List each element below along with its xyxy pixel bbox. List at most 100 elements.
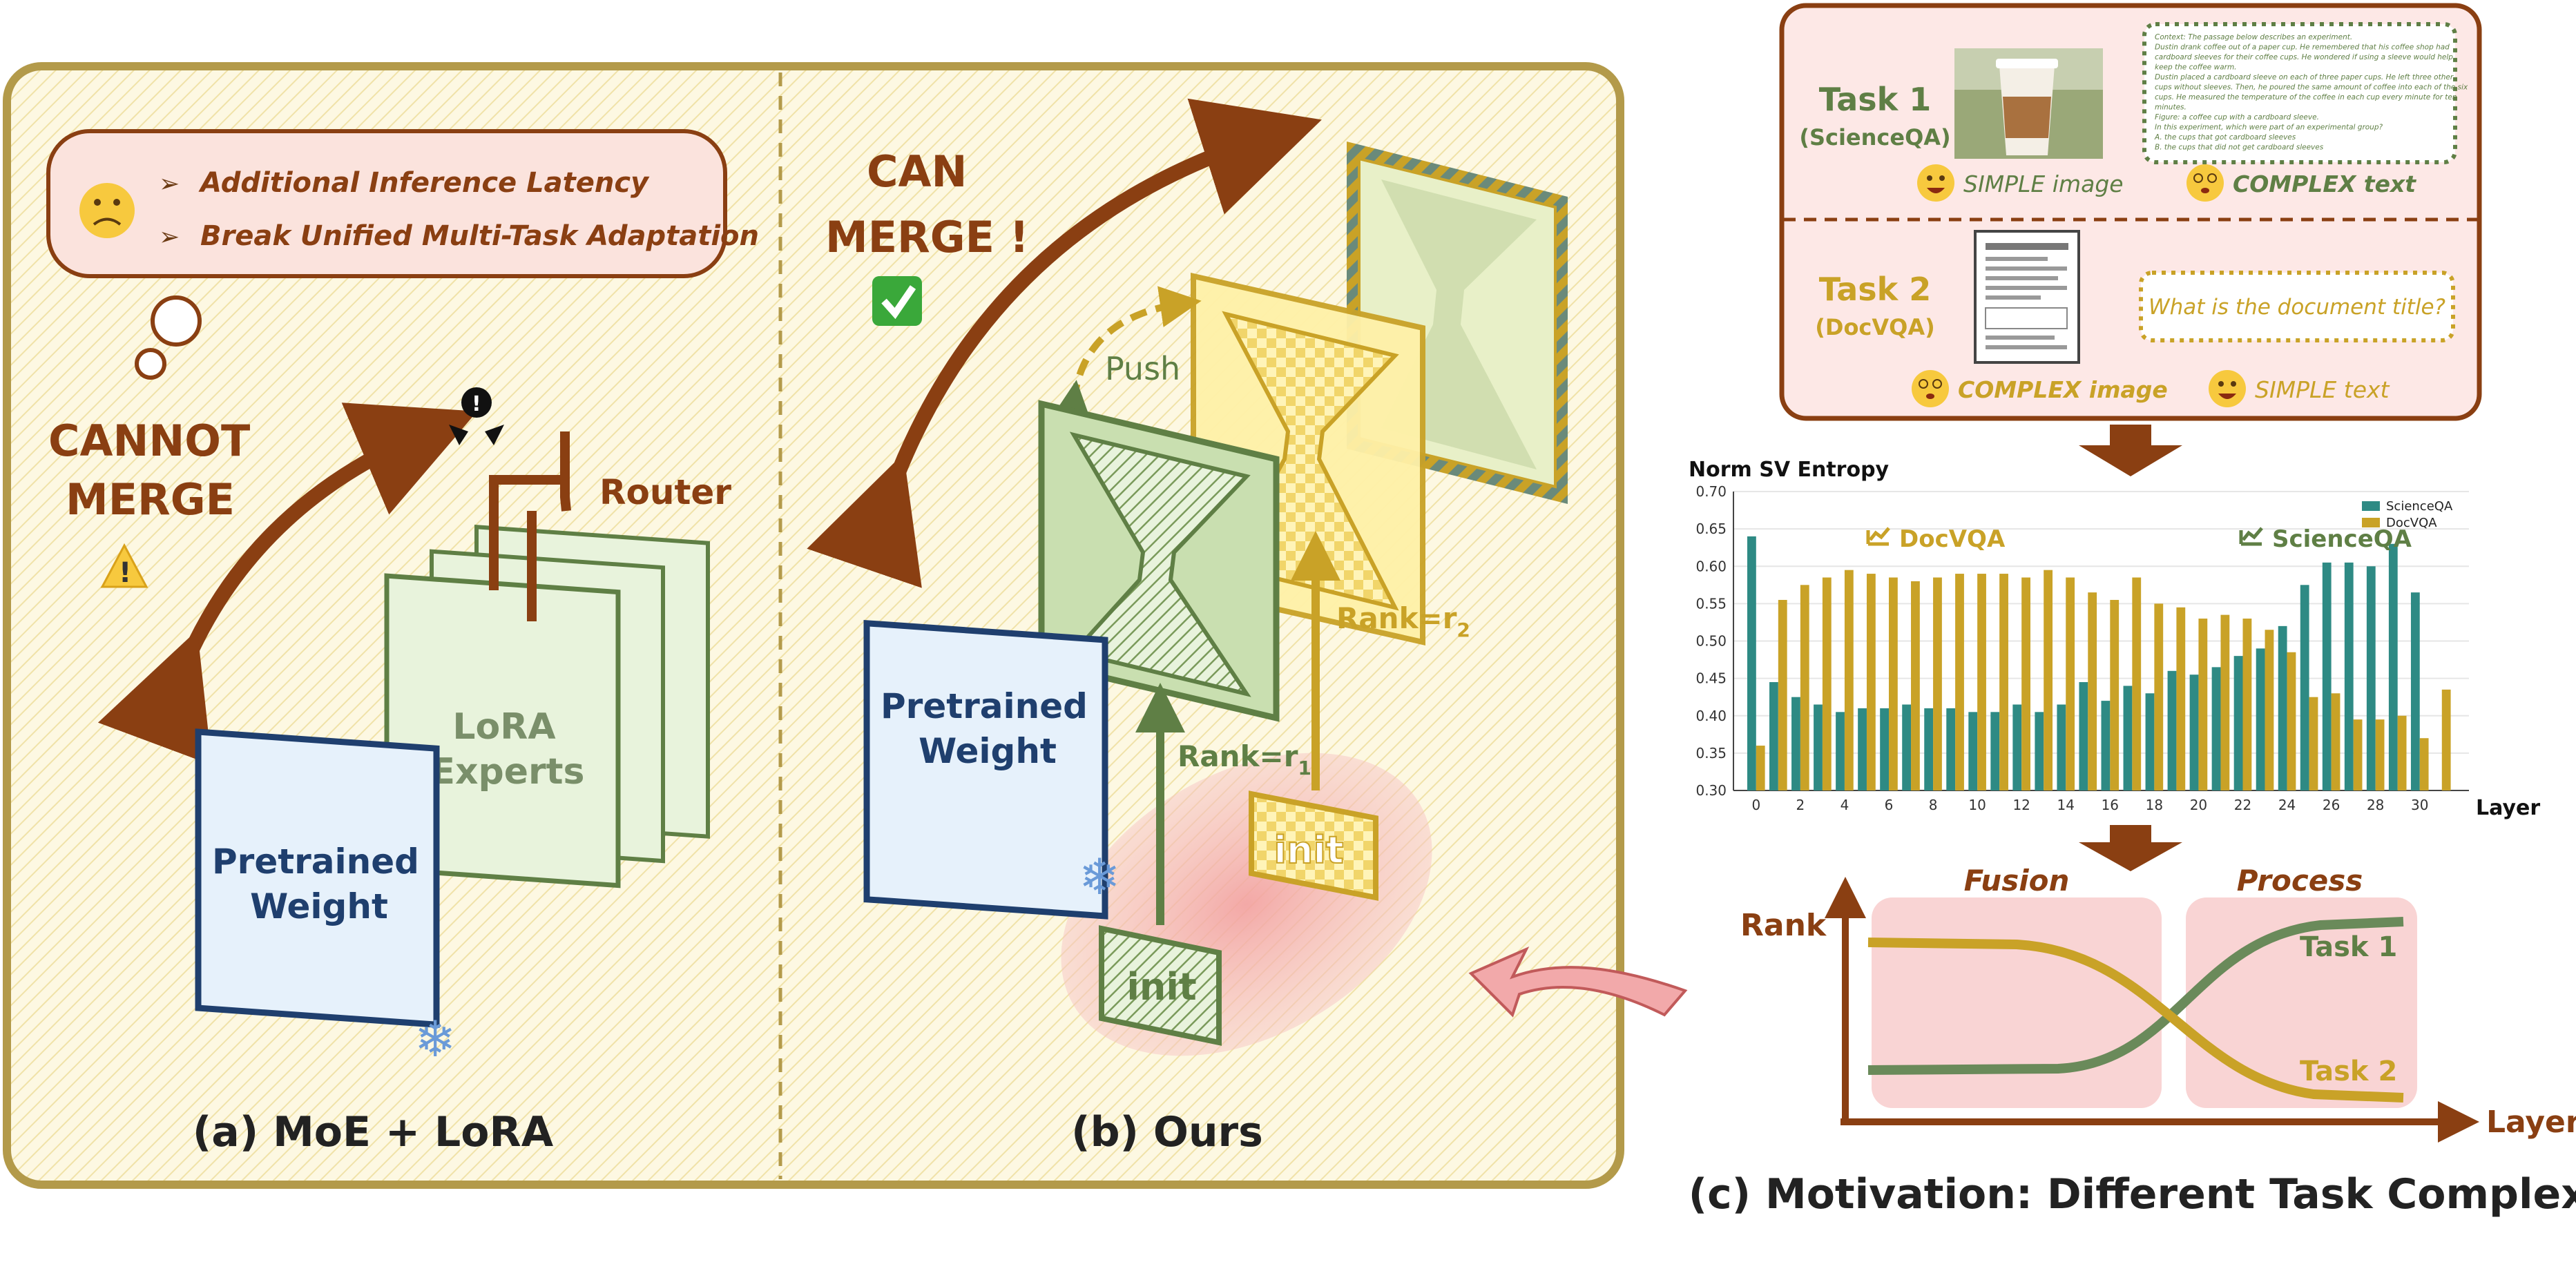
y-tick-label: 0.45 (1695, 670, 1727, 687)
bar-docvqa-22 (2242, 619, 2252, 790)
thought-dot-small (135, 348, 166, 380)
y-tick-label: 0.30 (1695, 782, 1727, 799)
bar-docvqa-8 (1933, 577, 1942, 790)
bar-scienceqa-4 (1836, 712, 1845, 790)
svg-text:init: init (1273, 828, 1343, 872)
bar-docvqa-4 (1844, 570, 1854, 790)
bar-docvqa-11 (1999, 574, 2008, 790)
context-line: Dustin drank coffee out of a paper cup. … (2155, 43, 2450, 52)
cannot-merge-line-2: MERGE (66, 474, 235, 525)
context-line: Context: The passage below describes an … (2155, 33, 2352, 41)
task2-text-tag: SIMPLE text (2255, 376, 2390, 403)
x-tick-label: 24 (2278, 797, 2296, 813)
task1-context-text: Context: The passage below describes an … (2154, 33, 2468, 152)
bar-docvqa-10 (1977, 574, 1986, 790)
trend-icon (1866, 527, 1890, 546)
process-label: Process (2237, 864, 2363, 897)
down-arrow-1 (2079, 425, 2182, 476)
task1-curve-label: Task 1 (2300, 931, 2397, 963)
sad-face-icon (79, 183, 135, 238)
happy-face-icon (1917, 164, 1954, 202)
bar-docvqa-6 (1889, 577, 1898, 790)
context-line: cups without sleeves. Then, he poured th… (2155, 84, 2468, 92)
panel-b: CAN MERGE ! Push Pretrained (807, 98, 1568, 1156)
bar-docvqa-21 (2220, 614, 2230, 790)
task2-curve (1867, 938, 2404, 1103)
panel-a-caption: (a) MoE + LoRA (193, 1108, 554, 1156)
bar-scienceqa-0 (1747, 536, 1756, 790)
bar-scienceqa-16 (2101, 701, 2111, 790)
rank-curve-diagram: Fusion Process Rank Layer Task 1 Task 2 (1740, 864, 2576, 1143)
svg-text:!: ! (472, 392, 481, 416)
task1-name: Task 1 (1819, 81, 1931, 118)
bar-scienceqa-7 (1902, 704, 1912, 790)
bar-scienceqa-30 (2410, 592, 2420, 790)
x-tick-label: 0 (1751, 797, 1760, 813)
bar-docvqa-17 (2132, 577, 2142, 790)
rank-axis-label: Rank (1740, 908, 1827, 943)
can-merge-line-1: CAN (867, 146, 967, 197)
document-image (1974, 230, 2080, 364)
panel-c-caption: (c) Motivation: Different Task Complexit… (1689, 1170, 2576, 1219)
legend-entry: ScienceQA (2386, 499, 2453, 514)
bar-docvqa-15 (2088, 592, 2097, 790)
bar-docvqa-25 (2309, 697, 2318, 790)
bar-scienceqa-22 (2233, 656, 2243, 790)
y-tick-label: 0.70 (1695, 483, 1727, 500)
bar-scienceqa-18 (2145, 693, 2155, 790)
y-tick-label: 0.55 (1695, 595, 1727, 612)
chart-xlabel: Layer (2476, 796, 2540, 820)
x-tick-label: 28 (2367, 797, 2384, 813)
bar-scienceqa-26 (2322, 562, 2332, 790)
task-box: Task 1 (ScienceQA) Context: The passage … (1779, 3, 2482, 421)
bar-scienceqa-23 (2256, 648, 2265, 790)
init-block-rank1: init (1099, 925, 1222, 1046)
init-block-rank2: init (1249, 790, 1378, 901)
lora-experts-line-1: LoRA (452, 706, 555, 748)
bar-scienceqa-19 (2167, 670, 2177, 790)
x-tick-label: 20 (2190, 797, 2207, 813)
y-tick-label: 0.65 (1695, 521, 1727, 537)
motivation-arrow (1468, 946, 1688, 1018)
bar-scienceqa-27 (2344, 562, 2354, 790)
bar-docvqa-1 (1778, 599, 1787, 790)
context-line: cardboard sleeves for their coffee cups.… (2155, 53, 2453, 61)
bar-docvqa-26 (2331, 693, 2340, 790)
x-tick-label: 10 (1968, 797, 1986, 813)
cannot-merge-line-1: CANNOT (48, 416, 250, 466)
task2-name: Task 2 (1819, 271, 1931, 308)
context-line: minutes. (2155, 104, 2186, 112)
bubble-line-2: Break Unified Multi-Task Adaptation (200, 220, 759, 252)
bar-docvqa-30 (2419, 738, 2429, 790)
bar-docvqa-5 (1866, 574, 1876, 790)
bullet-arrow-icon: ➢ (159, 170, 180, 198)
task1-image-tag: SIMPLE image (1963, 171, 2124, 197)
bar-docvqa-0 (1756, 746, 1765, 790)
bullet-arrow-icon: ➢ (159, 223, 180, 251)
chart-title: Norm SV Entropy (1689, 458, 1890, 482)
coffee-cup-image (1954, 48, 2103, 159)
bar-docvqa-31 (2441, 689, 2451, 790)
router-label: Router (599, 472, 731, 512)
lora-experts-line-2: Experts (430, 751, 584, 793)
pretrained-line-2: Weight (250, 886, 388, 926)
lora-expert-card-1 (384, 573, 621, 889)
context-line: A. the cups that got cardboard sleeves (2154, 133, 2296, 142)
bar-docvqa-19 (2176, 607, 2186, 790)
bar-scienceqa-17 (2123, 686, 2133, 790)
bar-docvqa-7 (1911, 581, 1920, 790)
x-tick-label: 26 (2323, 797, 2340, 813)
bar-docvqa-28 (2375, 719, 2385, 790)
svg-text:init: init (1126, 965, 1196, 1009)
bar-scienceqa-3 (1814, 704, 1823, 790)
dizzy-face-icon (1912, 370, 1949, 407)
rank2-label: Rank=r2 (1336, 601, 1470, 641)
down-arrow-2 (2079, 825, 2182, 871)
svg-text:!: ! (119, 557, 131, 589)
can-merge-line-2: MERGE ! (825, 212, 1029, 262)
legend-swatch (2362, 518, 2380, 527)
task2-question-box (2139, 271, 2455, 342)
pretrained-weight-card-b (863, 619, 1108, 920)
bar-docvqa-29 (2397, 715, 2407, 790)
